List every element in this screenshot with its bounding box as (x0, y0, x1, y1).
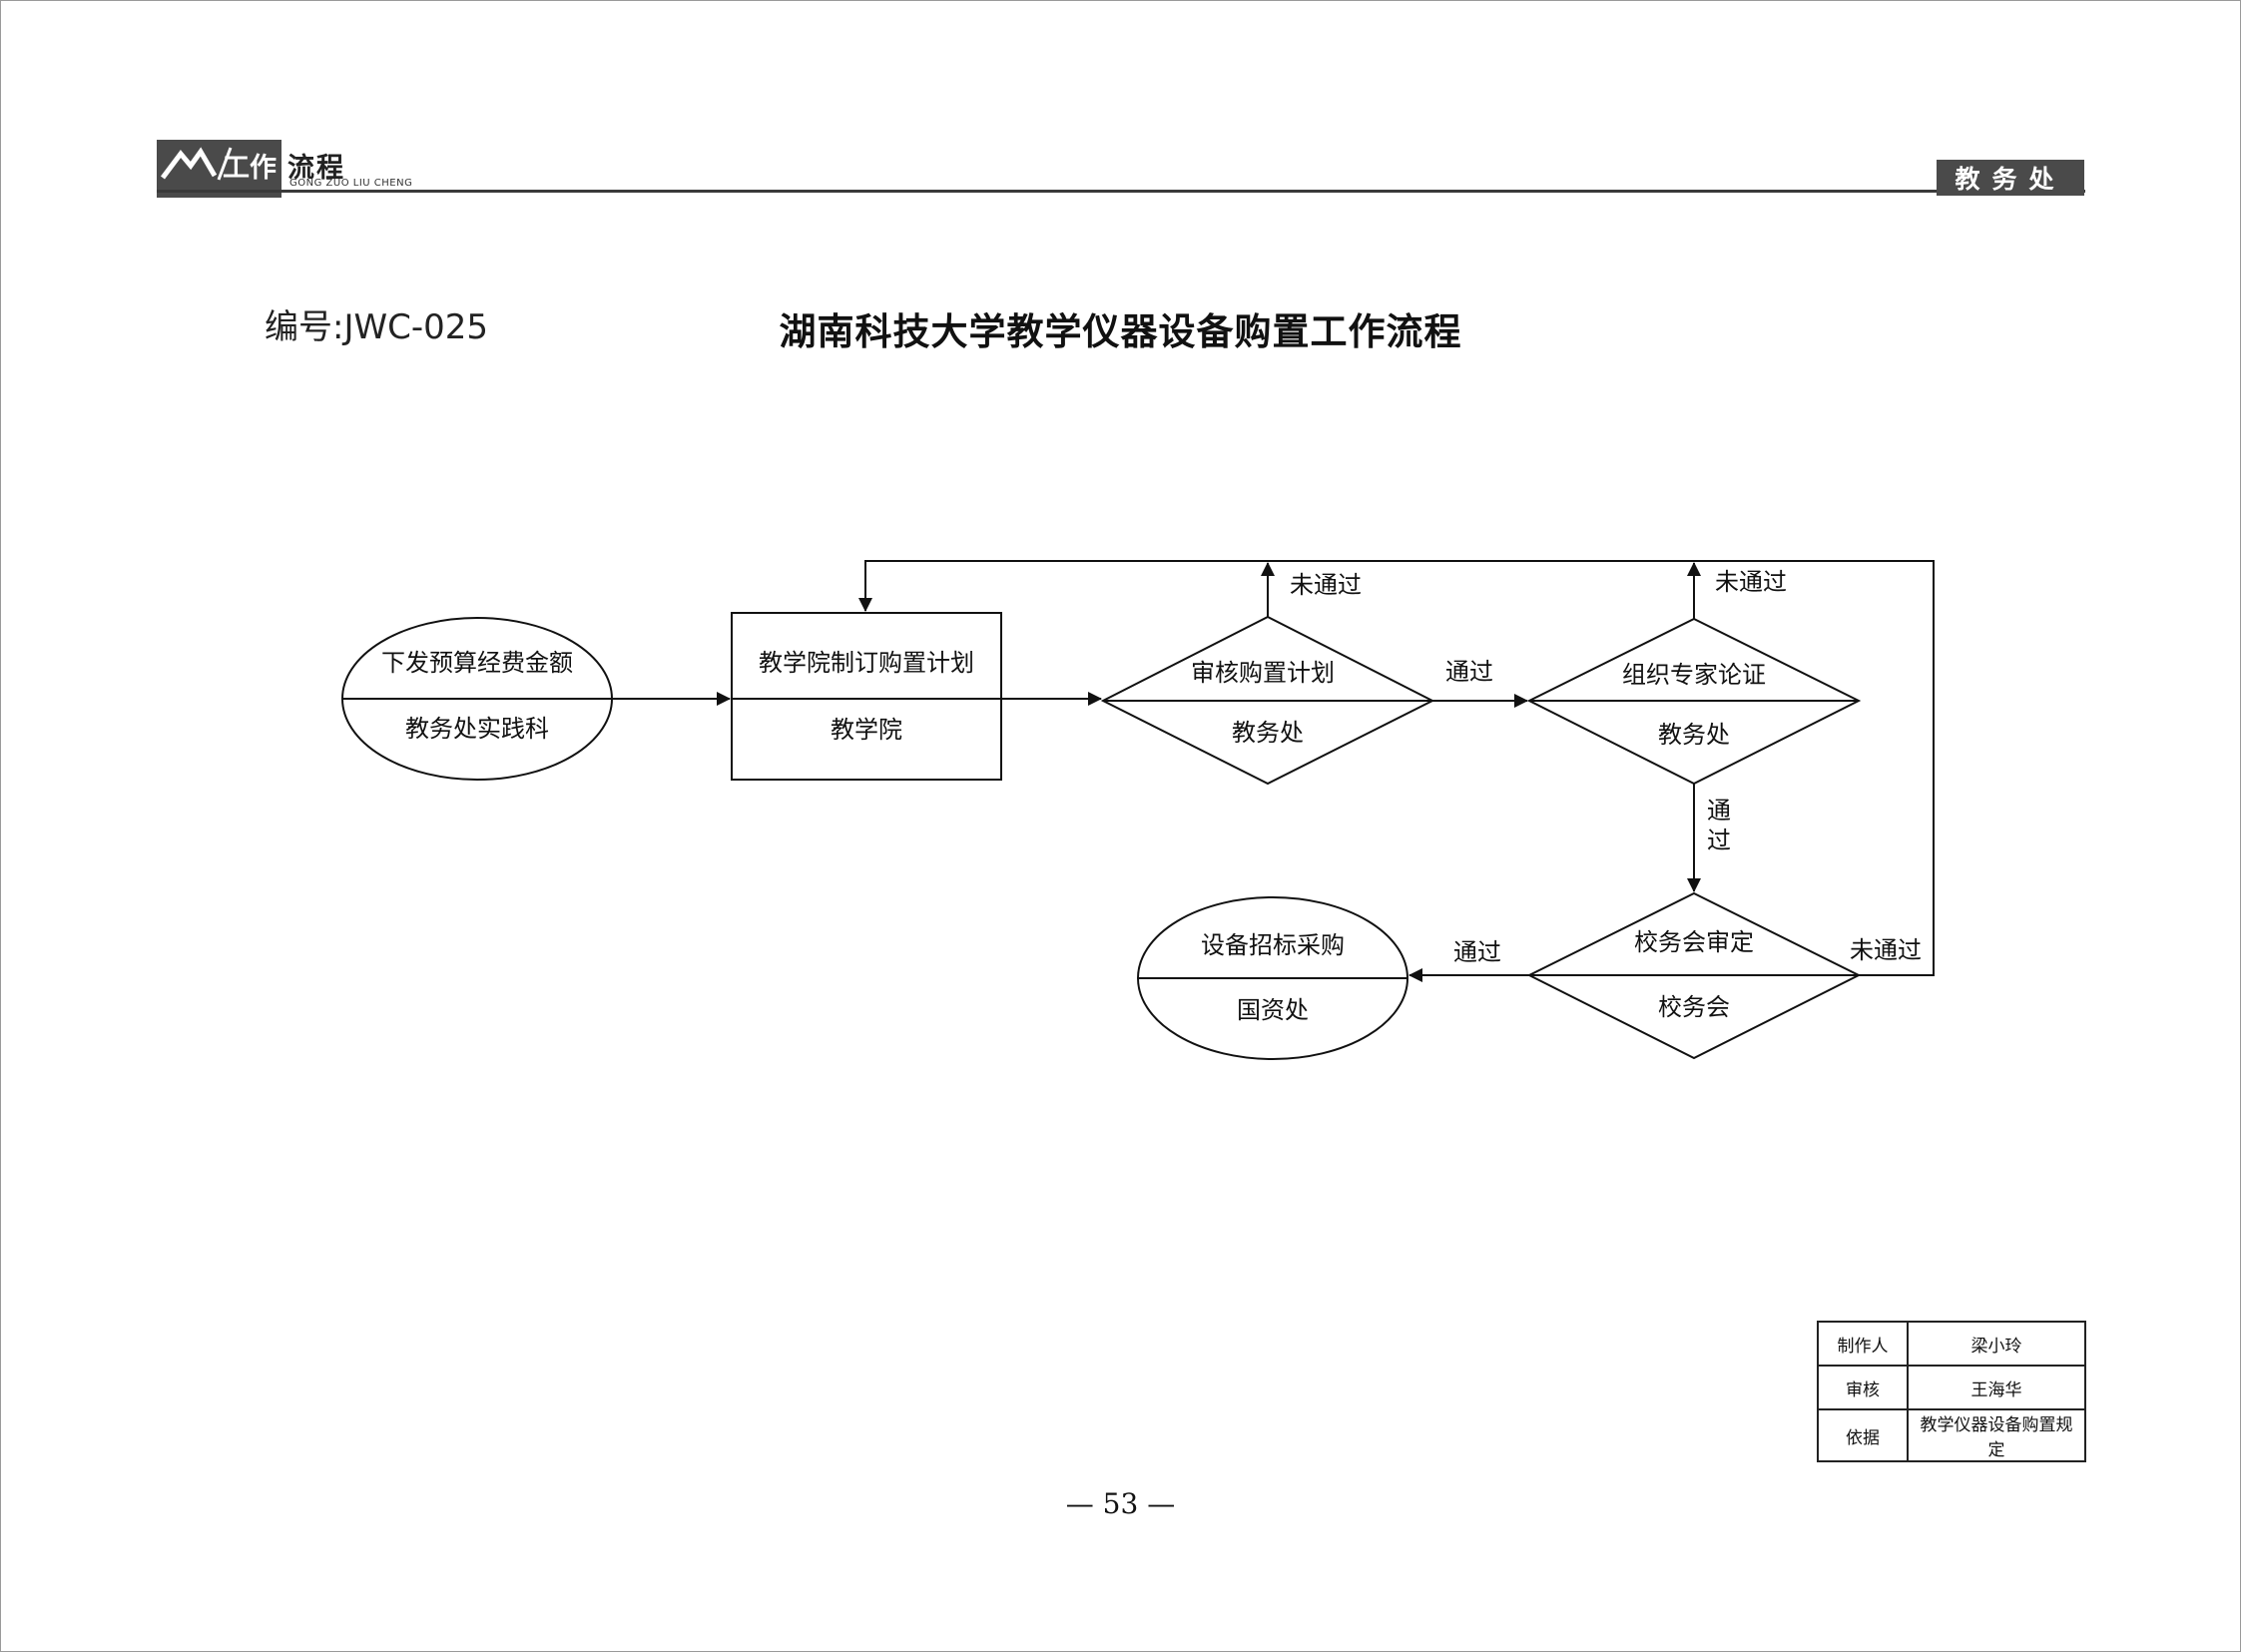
edge-label-n5-fail: 未通过 (1850, 936, 1922, 964)
table-row: 审核 王海华 (1817, 1365, 2086, 1410)
table-cell-value: 王海华 (1907, 1365, 2086, 1410)
node-tender-purchase-dept: 国资处 (1237, 996, 1309, 1024)
node-issue-budget-dept: 教务处实践科 (405, 715, 549, 743)
brand-subtitle: GONG ZUO LIU CHENG (289, 178, 413, 189)
edge-label-n4-pass-2: 过 (1707, 826, 1731, 854)
node-college-plan-task: 教学院制订购置计划 (759, 649, 974, 677)
table-cell-label: 制作人 (1817, 1321, 1909, 1367)
edge-label-n3-fail: 未通过 (1290, 571, 1362, 599)
page-title: 湖南科技大学教学仪器设备购置工作流程 (779, 310, 1462, 353)
department-tab: 教务处 (1937, 160, 2084, 196)
brand-title: 流程 (287, 153, 345, 184)
node-council-approval (1526, 891, 1862, 1060)
mountain-logo-icon (161, 147, 233, 181)
node-expert-review (1526, 617, 1862, 786)
table-row: 制作人 梁小玲 (1817, 1321, 2086, 1367)
document-code: 编号:JWC-025 (265, 307, 489, 347)
node-review-plan (1100, 615, 1435, 786)
node-review-plan-dept: 教务处 (1232, 719, 1304, 747)
node-council-approval-task: 校务会审定 (1634, 928, 1754, 956)
table-cell-value: 梁小玲 (1907, 1321, 2086, 1367)
node-college-plan (731, 612, 1002, 781)
node-issue-budget-task: 下发预算经费金额 (381, 649, 573, 677)
edge-label-n4-fail: 未通过 (1715, 568, 1787, 596)
header-rule (157, 190, 2085, 193)
node-issue-budget (341, 617, 613, 781)
sign-off-table: 制作人 梁小玲 审核 王海华 依据 教学仪器设备购置规定 (1817, 1321, 2086, 1462)
table-cell-label: 依据 (1817, 1408, 1909, 1462)
edge-n5-fail-loop (858, 560, 1935, 976)
edge-label-n4-pass-1: 通 (1707, 797, 1731, 825)
brand-logo (157, 140, 281, 186)
brand-logo-text: 工作 (223, 153, 277, 184)
page-number: — 53 — (1065, 1487, 1176, 1520)
node-college-plan-dept: 教学院 (831, 716, 902, 744)
node-tender-purchase (1137, 896, 1408, 1060)
table-cell-value: 教学仪器设备购置规定 (1907, 1408, 2086, 1462)
node-council-approval-dept: 校务会 (1658, 993, 1730, 1021)
node-review-plan-task: 审核购置计划 (1191, 659, 1335, 687)
node-expert-review-task: 组织专家论证 (1622, 661, 1766, 689)
node-expert-review-dept: 教务处 (1658, 721, 1730, 749)
table-row: 依据 教学仪器设备购置规定 (1817, 1408, 2086, 1462)
edge-label-n5-pass: 通过 (1453, 938, 1501, 966)
table-cell-label: 审核 (1817, 1365, 1909, 1410)
node-tender-purchase-task: 设备招标采购 (1201, 931, 1345, 959)
edge-label-n3-pass: 通过 (1445, 658, 1493, 686)
